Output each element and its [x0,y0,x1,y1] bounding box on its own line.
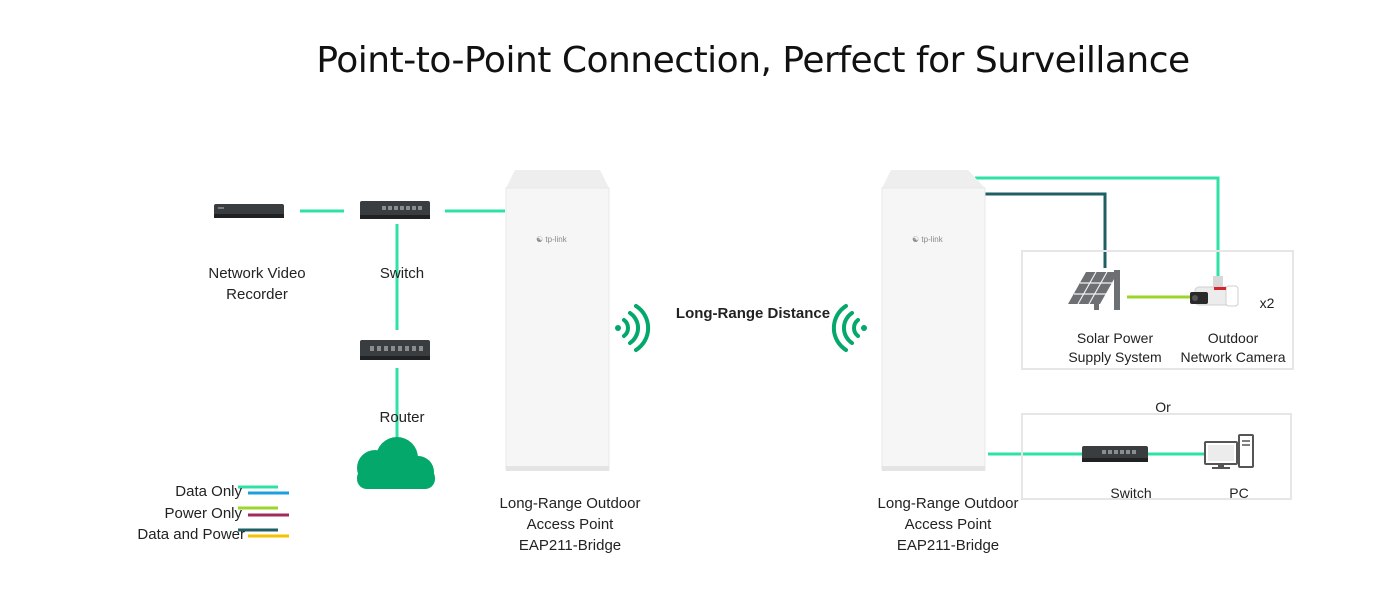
network-video-recorder-icon [214,204,284,218]
distance-label: Long-Range Distance [675,305,831,322]
nvr-label: Network Video Recorder [208,265,306,303]
router-icon [360,340,430,360]
router-label: Router [379,409,425,426]
link-ap-solar [985,192,1107,268]
bullet-camera-icon [1190,276,1239,307]
access-point-icon [881,170,986,471]
legend-item-power-only: Power Only [164,505,242,522]
page-title: Point-to-Point Connection, Perfect for S… [316,40,1190,81]
pc-label: PC [1229,485,1249,501]
ap-brand-left: ☯ tp-link [536,235,567,244]
tplink-logo-icon: ☯ [912,235,920,244]
switch-icon [360,201,430,219]
legend-lines [238,485,289,538]
wifi-signal-left-icon [831,304,867,352]
legend-item-data-and-power: Data and Power [137,526,245,543]
camera-label: Outdoor Network Camera [1180,330,1286,365]
switch-left-label: Switch [379,265,425,282]
ap-right-label: Long-Range Outdoor Access Point EAP211-B… [877,495,1019,554]
ap-left-label: Long-Range Outdoor Access Point EAP211-B… [499,495,641,554]
connections [300,176,1220,456]
legend-item-data-only: Data Only [175,483,242,500]
switch-icon [1082,446,1148,462]
cloud-icon [357,437,435,489]
ap-brand-right: ☯ tp-link [912,235,943,244]
camera-group-box [1021,250,1294,370]
camera-count: x2 [1259,295,1275,311]
link-ap-camera [975,176,1220,277]
switch-right-label: Switch [1110,485,1152,501]
wifi-signal-right-icon [615,304,651,352]
or-label: Or [1155,399,1171,415]
solar-label: Solar Power Supply System [1068,330,1162,365]
pc-icon [1204,434,1254,469]
pc-group-box [1021,413,1292,500]
access-point-icon [505,170,610,471]
solar-panel-icon [1068,270,1120,310]
tplink-logo-icon: ☯ [536,235,544,244]
